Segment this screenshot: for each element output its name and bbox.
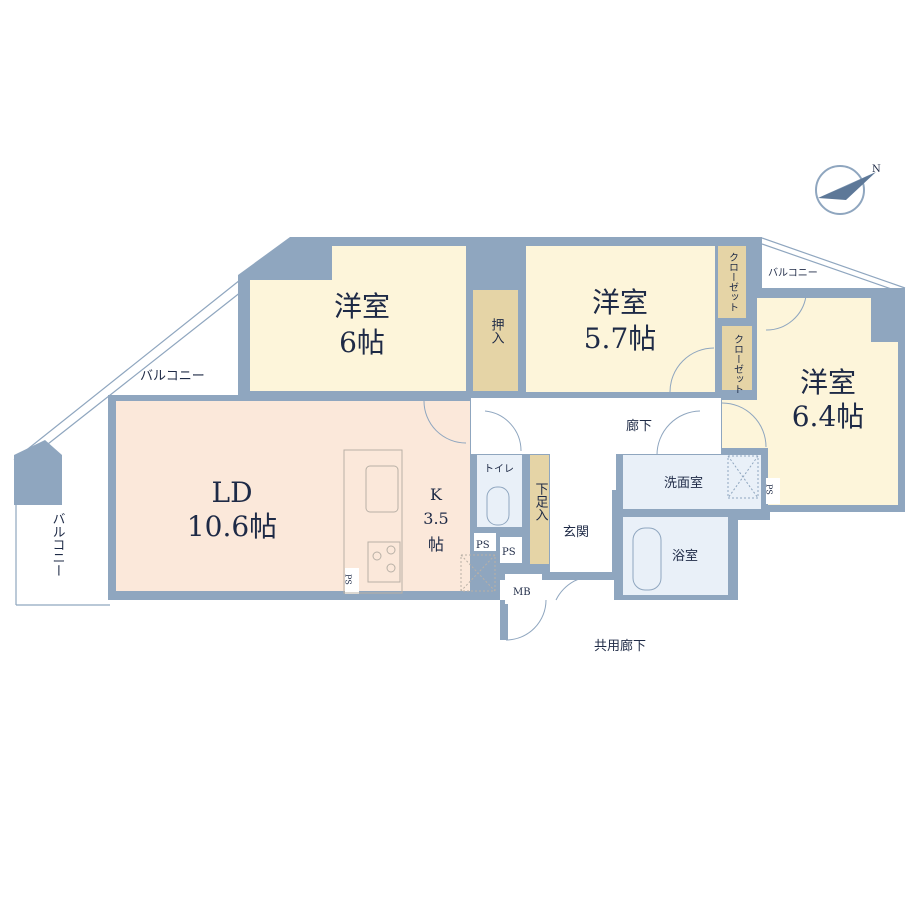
room-ld-name: LD xyxy=(211,476,252,509)
room-ld-size: 10.6帖 xyxy=(187,510,277,543)
washroom-label: 洗面室 xyxy=(664,475,703,491)
ps-label-1: PS xyxy=(476,540,490,551)
ps-box-1 xyxy=(474,533,496,551)
compass-icon: N xyxy=(815,164,881,215)
closet-1 xyxy=(718,246,746,318)
room-western-6-4-size: 6.4帖 xyxy=(792,400,865,433)
closet-2-label: クローゼット xyxy=(732,334,744,394)
hall-gap xyxy=(550,454,616,490)
ps-label-3: PS xyxy=(344,574,353,585)
fixtures xyxy=(486,455,759,591)
kitchen-unit: 帖 xyxy=(428,535,444,554)
common-corridor-label: 共用廊下 xyxy=(594,638,646,654)
mb-box xyxy=(505,574,542,604)
room-western-5-7-name: 洋室 xyxy=(592,286,648,319)
toilet-label: トイレ xyxy=(484,464,514,475)
room-western-5-7 xyxy=(526,246,715,392)
entrance xyxy=(550,490,612,572)
room-western-6-size: 6帖 xyxy=(339,326,385,359)
room-ld xyxy=(116,401,470,591)
kitchen-size: 3.5 xyxy=(423,509,448,528)
balcony-right xyxy=(761,237,906,293)
closet-1-label: クローゼット xyxy=(727,252,739,312)
balcony-left xyxy=(13,279,247,606)
oshiire-label: 押入 xyxy=(489,318,505,344)
balcony-right-label: バルコニー xyxy=(768,267,818,279)
room-western-5-7-size: 5.7帖 xyxy=(584,322,657,355)
kitchen-name: K xyxy=(430,485,443,504)
compass-north-label: N xyxy=(872,164,881,175)
shoe-storage xyxy=(530,455,549,564)
room-western-6 xyxy=(250,246,466,391)
toilet xyxy=(477,455,522,527)
closet-2 xyxy=(722,326,752,390)
balcony-left-label: バルコニー xyxy=(50,512,66,577)
kitchen-counter xyxy=(343,449,496,594)
hallway-label: 廊下 xyxy=(626,418,652,434)
balcony-top-label: バルコニー xyxy=(140,369,205,384)
ps-box-2 xyxy=(500,537,522,563)
door-swings xyxy=(423,295,807,641)
mb-label: MB xyxy=(513,587,531,598)
entrance-label: 玄関 xyxy=(563,525,589,540)
ps-label-4: PS xyxy=(765,484,774,495)
bathroom-label: 浴室 xyxy=(672,548,698,564)
hallway xyxy=(471,398,721,454)
room-western-6-4-name: 洋室 xyxy=(800,366,856,399)
ps-box-4 xyxy=(766,478,780,504)
oshiire xyxy=(473,290,518,391)
bathroom xyxy=(623,517,728,595)
ps-label-2: PS xyxy=(502,547,516,558)
room-western-6-4 xyxy=(722,298,898,505)
washroom xyxy=(623,455,761,509)
shoe-storage-label: 下足入 xyxy=(533,482,549,521)
room-western-6-name: 洋室 xyxy=(334,290,390,323)
ps-box-3 xyxy=(345,568,359,594)
